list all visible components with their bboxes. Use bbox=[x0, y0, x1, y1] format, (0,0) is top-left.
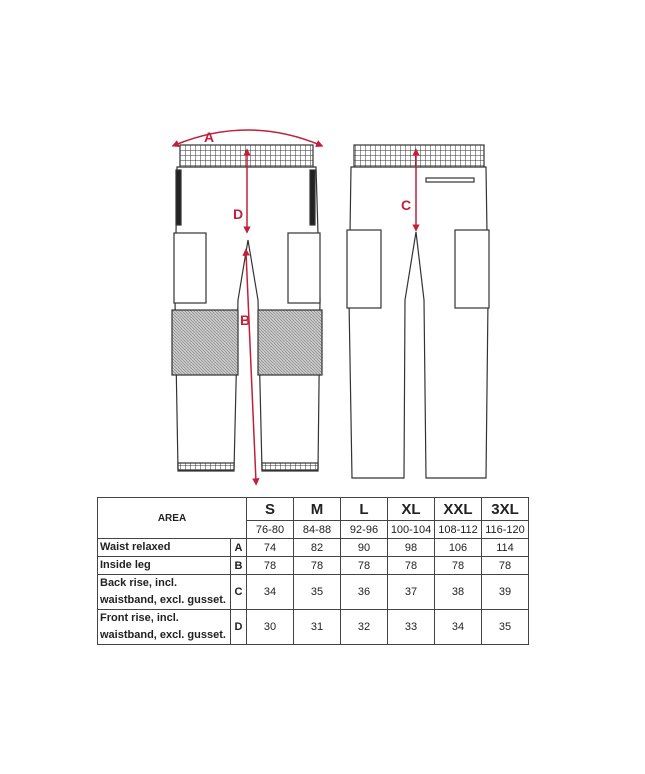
cell: 78 bbox=[434, 556, 482, 575]
size-xxl: XXL bbox=[434, 497, 482, 521]
row-label: Back rise, incl. waistband, excl. gusset… bbox=[97, 574, 231, 610]
row-label: Inside leg bbox=[97, 556, 231, 575]
range: 84-88 bbox=[293, 520, 341, 539]
cell: 35 bbox=[481, 609, 529, 645]
row-code: D bbox=[230, 609, 247, 645]
cell: 98 bbox=[387, 538, 435, 557]
area-header: AREA bbox=[97, 497, 247, 539]
cell: 33 bbox=[387, 609, 435, 645]
range: 100-104 bbox=[387, 520, 435, 539]
table-row: Inside leg B 78 78 78 78 78 78 bbox=[97, 556, 529, 575]
cell: 37 bbox=[387, 574, 435, 610]
cell: 74 bbox=[246, 538, 294, 557]
cell: 78 bbox=[246, 556, 294, 575]
table-row: Back rise, incl. waistband, excl. gusset… bbox=[97, 574, 529, 610]
cell: 39 bbox=[481, 574, 529, 610]
table-row: Front rise, incl. waistband, excl. gusse… bbox=[97, 609, 529, 645]
row-label: Waist relaxed bbox=[97, 538, 231, 557]
range: 92-96 bbox=[340, 520, 388, 539]
row-code: B bbox=[230, 556, 247, 575]
front-view bbox=[171, 144, 323, 472]
size-m: M bbox=[293, 497, 341, 521]
size-s: S bbox=[246, 497, 294, 521]
size-table: AREA S M L XL XXL 3XL 76-80 84-88 92-96 … bbox=[97, 497, 529, 645]
range: 116-120 bbox=[481, 520, 529, 539]
cell: 78 bbox=[340, 556, 388, 575]
cell: 38 bbox=[434, 574, 482, 610]
cell: 34 bbox=[434, 609, 482, 645]
label-a: A bbox=[204, 129, 214, 145]
cell: 34 bbox=[246, 574, 294, 610]
back-view bbox=[346, 144, 490, 479]
cell: 78 bbox=[481, 556, 529, 575]
cell: 31 bbox=[293, 609, 341, 645]
label-c: C bbox=[401, 197, 411, 213]
cell: 30 bbox=[246, 609, 294, 645]
cell: 78 bbox=[387, 556, 435, 575]
label-d: D bbox=[233, 206, 243, 222]
cell: 78 bbox=[293, 556, 341, 575]
size-3xl: 3XL bbox=[481, 497, 529, 521]
cell: 114 bbox=[481, 538, 529, 557]
cell: 82 bbox=[293, 538, 341, 557]
cell: 90 bbox=[340, 538, 388, 557]
row-label: Front rise, incl. waistband, excl. gusse… bbox=[97, 609, 231, 645]
size-l: L bbox=[340, 497, 388, 521]
table-row: Waist relaxed A 74 82 90 98 106 114 bbox=[97, 538, 529, 557]
waist-arrow-a bbox=[171, 129, 324, 148]
inside-leg-arrow-b bbox=[242, 248, 260, 486]
range: 76-80 bbox=[246, 520, 294, 539]
row-code: A bbox=[230, 538, 247, 557]
cell: 36 bbox=[340, 574, 388, 610]
size-xl: XL bbox=[387, 497, 435, 521]
cell: 106 bbox=[434, 538, 482, 557]
cell: 32 bbox=[340, 609, 388, 645]
label-b: B bbox=[240, 312, 250, 328]
cell: 35 bbox=[293, 574, 341, 610]
row-code: C bbox=[230, 574, 247, 610]
range: 108-112 bbox=[434, 520, 482, 539]
pants-diagram: A D B C bbox=[171, 129, 490, 486]
